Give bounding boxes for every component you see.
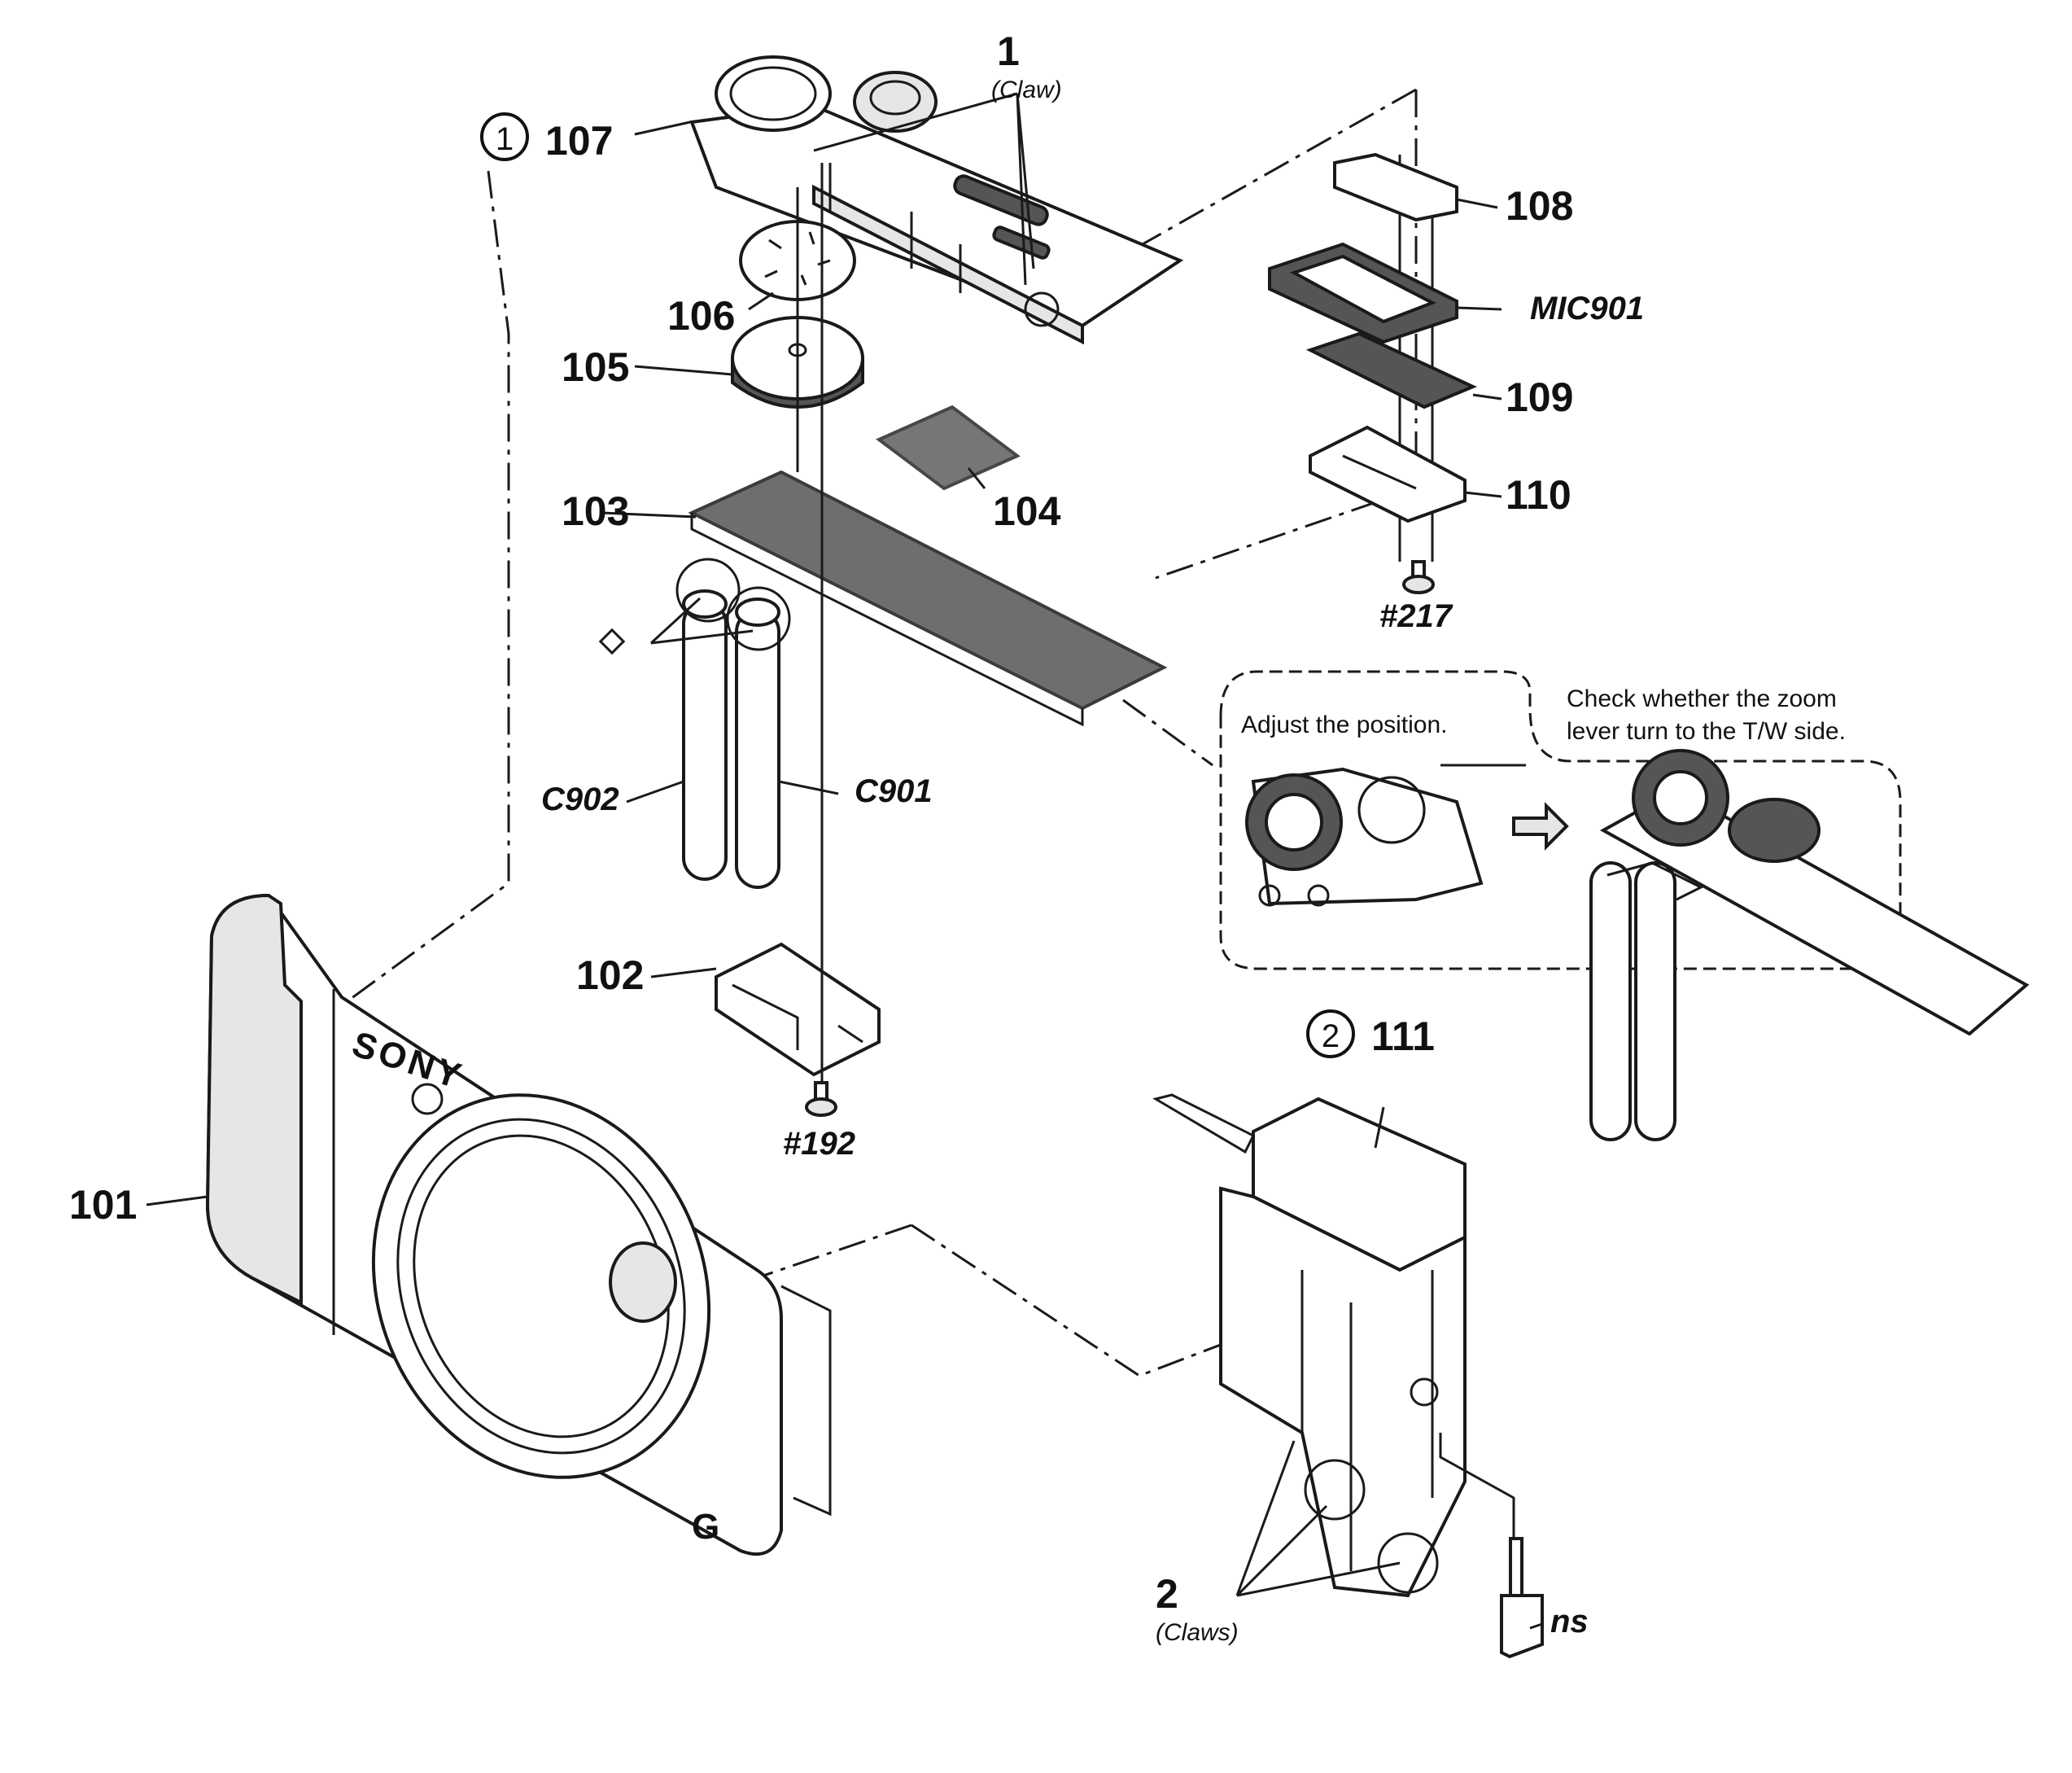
- series-badge: G: [692, 1507, 719, 1547]
- label-101: 101: [69, 1182, 137, 1228]
- label-111: 111: [1371, 1013, 1435, 1059]
- top-cover-107: [689, 55, 1184, 345]
- mic-bracket-mic901: [1268, 242, 1458, 344]
- button-108: [1333, 152, 1458, 222]
- label-c902: C902: [541, 781, 619, 817]
- label-c901: C901: [855, 773, 933, 809]
- capacitor-c902: [682, 589, 728, 881]
- label-102: 102: [576, 952, 644, 998]
- label-103: 103: [562, 488, 629, 534]
- label-106: 106: [667, 293, 735, 339]
- callout-zoom-detail: [1589, 749, 2030, 1141]
- label-ns: ns: [1550, 1604, 1589, 1639]
- holder-bracket-102: [715, 942, 881, 1077]
- label-screw-192: #192: [783, 1126, 855, 1162]
- label-mic901: MIC901: [1530, 291, 1644, 326]
- svg-text:2: 2: [1322, 1018, 1340, 1054]
- adjust-marker-circle: [1357, 776, 1426, 844]
- front-cabinet-101: [205, 893, 832, 1556]
- solder-point-circle: [726, 586, 791, 651]
- label-107: 107: [545, 118, 613, 164]
- leader-lines: [146, 92, 1543, 1630]
- strobe-unit-111: [1152, 1093, 1467, 1598]
- screw-217: [1402, 560, 1435, 594]
- label-screw-217: #217: [1379, 598, 1453, 634]
- callout-adjust-text: Adjust the position.: [1241, 711, 1448, 738]
- screw-192: [805, 1081, 837, 1117]
- label-110: 110: [1506, 472, 1571, 518]
- label-claw-1: 1: [997, 28, 1020, 74]
- step-marker-1: 1: [480, 112, 529, 161]
- solder-mark-icon: [598, 628, 626, 655]
- label-claws-2: 2: [1156, 1571, 1178, 1617]
- label-104: 104: [993, 488, 1061, 534]
- label-105: 105: [562, 344, 629, 390]
- step-marker-2: 2: [1306, 1009, 1355, 1058]
- callout-check-text-2: lever turn to the T/W side.: [1567, 718, 1846, 745]
- label-109: 109: [1506, 374, 1573, 420]
- capacitor-c901: [735, 598, 780, 889]
- arrow-right-icon: [1512, 802, 1569, 851]
- spacer-ns: [1500, 1537, 1544, 1659]
- sheet-109: [1305, 331, 1477, 409]
- label-108: 108: [1506, 183, 1573, 229]
- control-board-103: [688, 470, 1168, 727]
- label-claws-2-text: (Claws): [1156, 1619, 1239, 1646]
- svg-text:1: 1: [496, 121, 514, 157]
- holder-110: [1309, 425, 1467, 523]
- solder-point-circle: [675, 558, 741, 623]
- callout-check-text-1: Check whether the zoom: [1567, 685, 1837, 712]
- label-claw-1-text: (Claw): [991, 77, 1062, 103]
- sheet-104: [876, 405, 1021, 491]
